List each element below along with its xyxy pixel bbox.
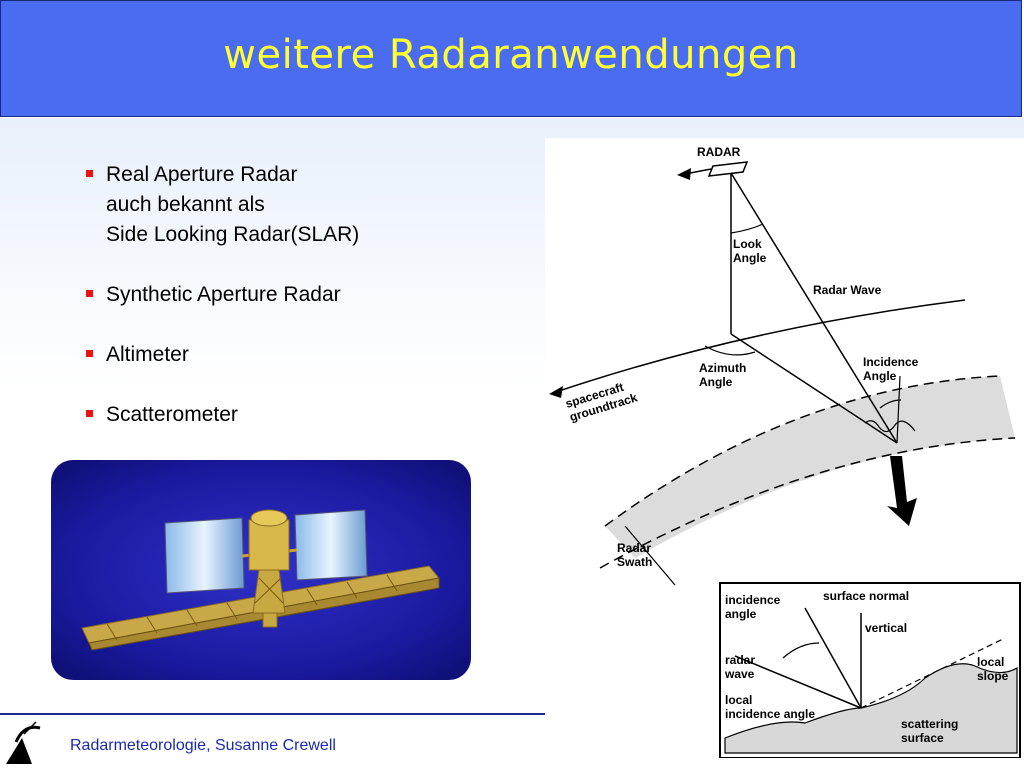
inset-label-vertical: vertical [865, 621, 907, 635]
bullet-text: Altimeter [106, 343, 189, 366]
bullet-text: auch bekannt als [106, 193, 265, 216]
inset-label-scattering-1: scattering [901, 717, 958, 731]
label-radar-wave: Radar Wave [813, 283, 882, 297]
label-look-angle-2: Angle [733, 251, 767, 265]
bullet-item: Altimeter [86, 340, 526, 370]
bullet-text: Scatterometer [106, 403, 238, 426]
satellite-image [37, 438, 492, 714]
bullet-marker [86, 350, 93, 357]
inset-label-radar-wave-2: wave [724, 667, 755, 681]
inset-label-local-incidence-2: incidence angle [725, 707, 815, 721]
bullet-item: Synthetic Aperture Radar [86, 280, 526, 310]
inset-label-local-incidence-1: local [725, 693, 752, 707]
title-bar: weitere Radaranwendungen [0, 0, 1022, 117]
bullet-list: Real Aperture Radar auch bekannt als Sid… [86, 160, 526, 460]
label-radar: RADAR [697, 145, 741, 159]
inset-label-local-slope-2: slope [977, 669, 1009, 683]
inset-label-local-slope-1: local [977, 655, 1004, 669]
radar-dish-icon [2, 716, 46, 766]
bullet-marker [86, 290, 93, 297]
inset-label-surface-normal: surface normal [823, 589, 909, 603]
bullet-item: Scatterometer [86, 400, 526, 430]
bullet-marker [86, 410, 93, 417]
label-azimuth-angle-2: Angle [699, 375, 733, 389]
label-radar-swath-1: Radar [617, 541, 651, 555]
inset-label-incidence-1: incidence [725, 593, 781, 607]
label-look-angle-1: Look [733, 237, 762, 251]
inset-label-scattering-2: surface [901, 731, 944, 745]
footer-divider [0, 713, 545, 715]
bullet-marker [86, 170, 93, 177]
inset-label-incidence-2: angle [725, 607, 757, 621]
bullet-text: Side Looking Radar(SLAR) [106, 223, 360, 246]
footer-text: Radarmeteorologie, Susanne Crewell [70, 737, 336, 754]
label-incidence-angle-2: Angle [863, 369, 897, 383]
slide-title: weitere Radaranwendungen [223, 31, 799, 78]
label-radar-swath-2: Swath [617, 555, 652, 569]
bullet-text: Synthetic Aperture Radar [106, 283, 341, 306]
bullet-item: Real Aperture Radar auch bekannt als Sid… [86, 160, 526, 250]
bullet-text: Real Aperture Radar [106, 163, 298, 186]
inset-label-radar-wave-1: radar [725, 653, 755, 667]
label-azimuth-angle-1: Azimuth [699, 361, 746, 375]
radar-geometry-diagram: RADAR Look Angle Radar Wave Incidence An… [545, 138, 1024, 759]
label-incidence-angle-1: Incidence [863, 355, 919, 369]
